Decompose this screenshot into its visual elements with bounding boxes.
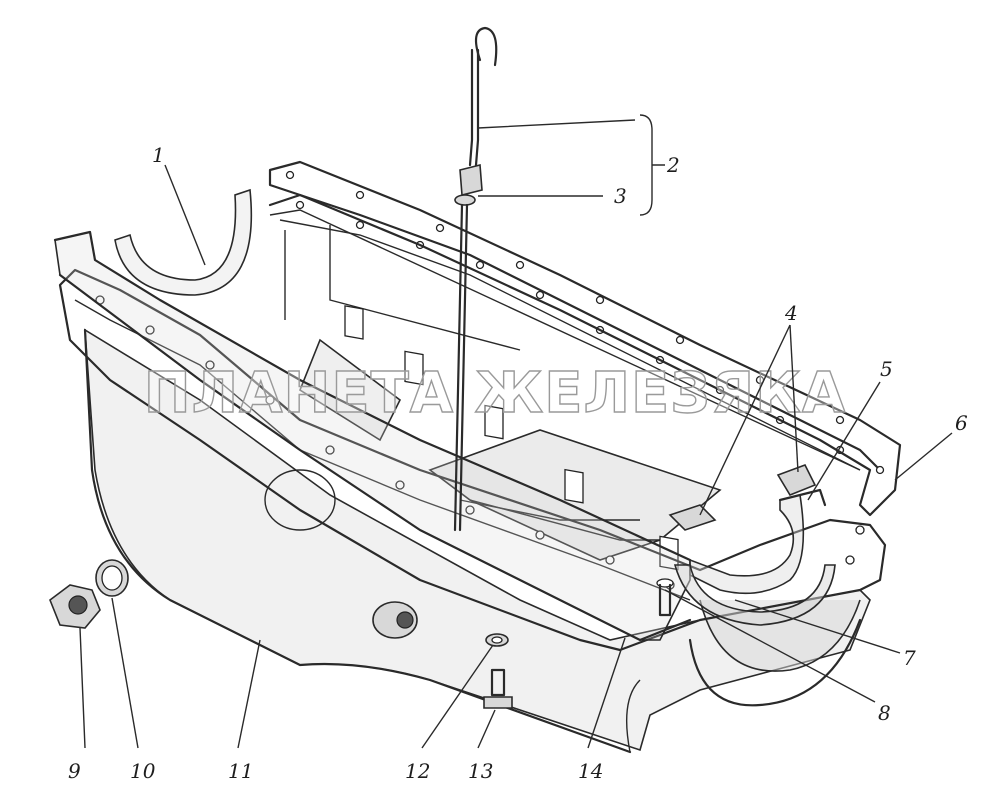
- pan-gasket-near: [53, 230, 692, 642]
- callout-14: 14: [578, 759, 603, 783]
- callout-9: 9: [68, 759, 81, 783]
- dipstick-assembly: [453, 26, 498, 532]
- leader-lines: [79, 114, 953, 749]
- pan-gasket-far: [268, 160, 902, 517]
- callout-12: 12: [405, 759, 430, 783]
- front-seal-half: [114, 188, 253, 296]
- callout-13: 13: [468, 759, 493, 783]
- callout-3: 3: [614, 184, 627, 208]
- cap-bolt: [656, 578, 674, 617]
- bolt-washer: [485, 633, 509, 647]
- seal-retainer-plates: [668, 464, 817, 531]
- callout-11: 11: [228, 759, 253, 783]
- callout-5: 5: [880, 357, 893, 381]
- drain-plug-washer: [95, 559, 129, 597]
- callout-8: 8: [878, 701, 891, 725]
- pan-bolt: [483, 668, 513, 709]
- callout-2: 2: [666, 153, 680, 177]
- rear-seal-half: [689, 488, 827, 595]
- callout-7: 7: [903, 646, 916, 670]
- rear-cap-seal: [673, 564, 836, 626]
- watermark-text: ПЛАНЕТА ЖЕЛЕЗЯКА: [144, 361, 846, 426]
- callout-6: 6: [955, 411, 968, 435]
- callout-1: 1: [152, 143, 165, 167]
- callout-4: 4: [784, 301, 798, 325]
- callout-10: 10: [130, 759, 156, 783]
- drain-plug: [49, 584, 101, 629]
